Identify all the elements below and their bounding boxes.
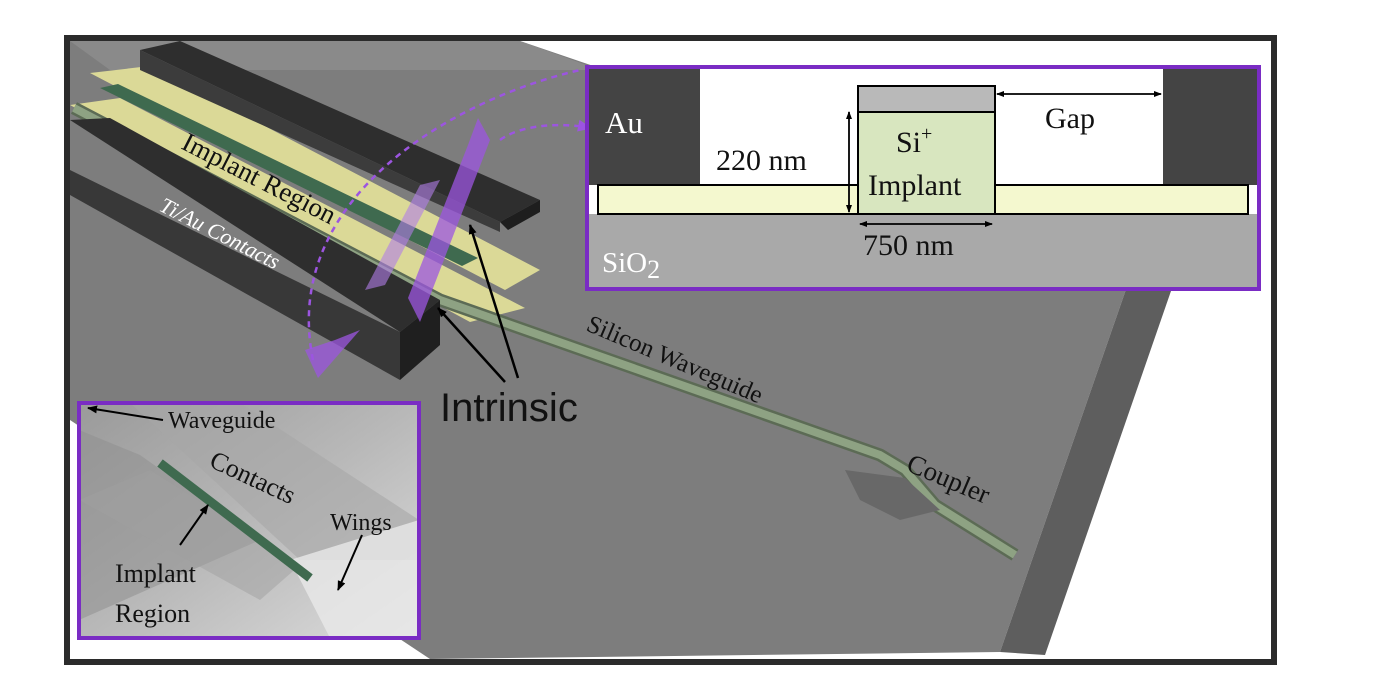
au-pad-right bbox=[1163, 67, 1259, 185]
sem-arrow-implant bbox=[179, 504, 209, 546]
sem-label-region: Region bbox=[115, 599, 190, 628]
sem-arrow-waveguide bbox=[87, 405, 164, 421]
sem-label-waveguide: Waveguide bbox=[168, 408, 275, 434]
contact-bar-bottom bbox=[70, 118, 440, 380]
au-pad-left bbox=[587, 67, 700, 185]
label-sio2: SiO2 bbox=[602, 247, 660, 284]
cross-section-border bbox=[585, 65, 1261, 291]
cross-section-inset: Au Gap 220 nm Si+ Implant 750 nm SiO2 bbox=[585, 65, 1261, 291]
implant-rib bbox=[857, 111, 996, 215]
label-intrinsic: Intrinsic bbox=[440, 386, 578, 430]
sem-label-implant: Implant bbox=[115, 559, 197, 588]
sem-border bbox=[77, 401, 421, 640]
field-arrow bbox=[305, 118, 490, 378]
sem-arrow-wings bbox=[337, 534, 363, 591]
label-implant: Implant bbox=[868, 169, 962, 202]
label-gap: Gap bbox=[1045, 102, 1095, 135]
sem-label-wings: Wings bbox=[330, 510, 392, 536]
label-width: 750 nm bbox=[863, 229, 954, 262]
coupler-taper bbox=[845, 470, 940, 520]
label-si-plus: Si+ bbox=[896, 123, 932, 159]
label-au: Au bbox=[605, 105, 643, 140]
intrinsic-arrows bbox=[437, 224, 520, 383]
contact-bar-top bbox=[140, 41, 540, 232]
sem-inset: Waveguide Contacts Wings Implant Region bbox=[77, 401, 421, 640]
implant-stripe bbox=[100, 84, 478, 266]
rib-cap bbox=[857, 85, 996, 113]
cutline-arc bbox=[307, 68, 581, 361]
sem-implant-stripe bbox=[157, 459, 313, 582]
label-thickness: 220 nm bbox=[716, 144, 807, 177]
